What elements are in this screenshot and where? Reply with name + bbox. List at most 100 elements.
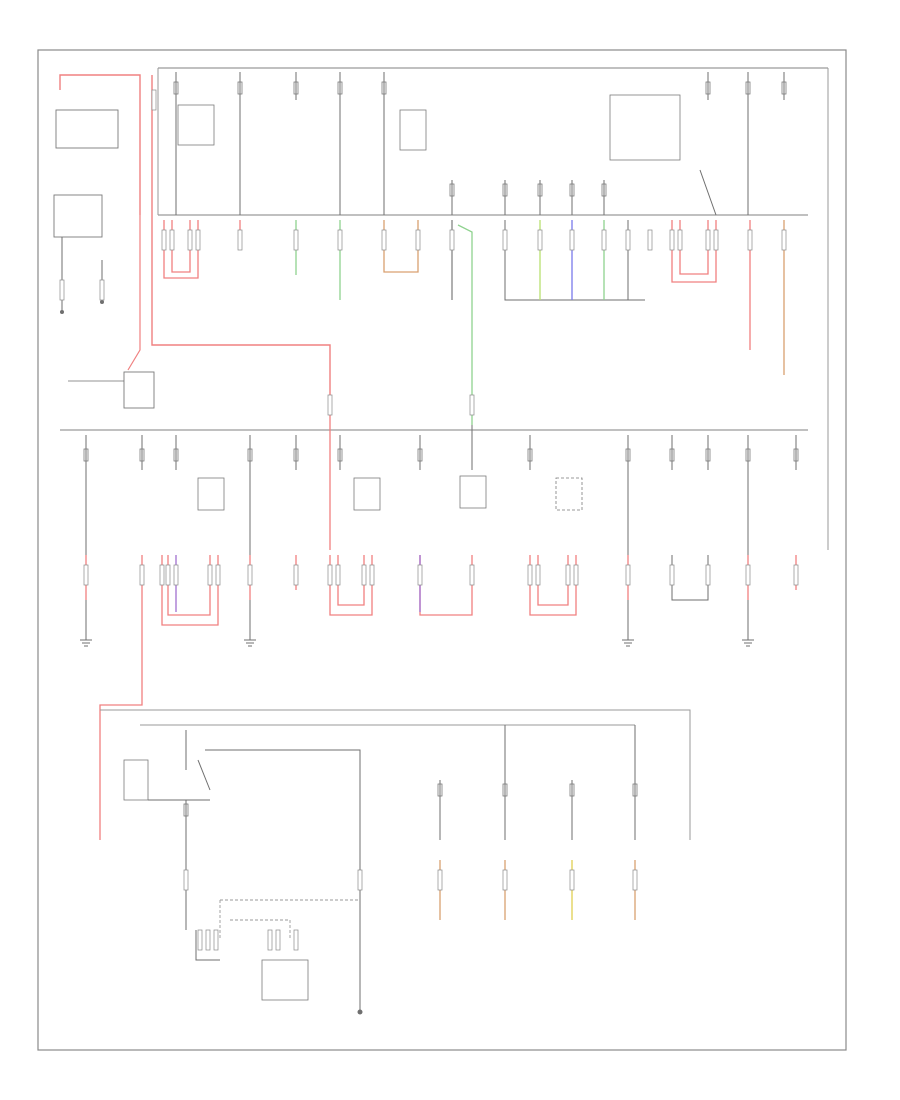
bottom-section <box>100 709 691 1015</box>
red-branch <box>127 215 141 371</box>
connector-icon <box>537 229 543 251</box>
ground-icon <box>80 639 92 647</box>
fuse-icon <box>793 448 799 462</box>
fuse-icon <box>569 783 575 797</box>
fuse-icon <box>705 448 711 462</box>
relay-icon <box>123 371 155 409</box>
fuse-icon <box>502 783 508 797</box>
fuse-group <box>59 81 799 951</box>
connector-icon <box>139 564 145 586</box>
fuse-icon <box>293 448 299 462</box>
connector-icon <box>337 229 343 251</box>
connector-icon <box>60 310 64 314</box>
connector-icon <box>183 869 189 891</box>
relay-icon <box>197 477 225 511</box>
connector-icon <box>197 929 203 951</box>
fuse-icon <box>625 448 631 462</box>
battery-symbol <box>53 194 103 238</box>
connector-icon <box>293 564 299 586</box>
fuse-icon <box>247 448 253 462</box>
connector-icon <box>187 229 193 251</box>
relay-icon <box>177 104 215 146</box>
connector-icon <box>793 564 799 586</box>
top-subfuses <box>451 180 605 215</box>
connector-icon <box>275 929 281 951</box>
connector-icon <box>207 564 213 586</box>
connector-icon <box>437 869 443 891</box>
connector-icon <box>357 1009 363 1015</box>
subfuse-wires <box>451 180 605 215</box>
fuse-icon <box>601 183 607 197</box>
connector-icon <box>565 564 571 586</box>
fuse-icon <box>745 81 751 95</box>
connector-icon <box>417 564 423 586</box>
red-lower-feed <box>99 555 143 840</box>
fuse-icon <box>449 183 455 197</box>
connector-icon <box>502 869 508 891</box>
battery-box <box>55 109 119 149</box>
switch-icon <box>699 169 717 216</box>
connector-icon <box>293 929 299 951</box>
connector-icon <box>713 229 719 251</box>
connector-icon <box>83 564 89 586</box>
ground-icon <box>244 639 256 647</box>
connector-icon <box>535 564 541 586</box>
connector-icon <box>569 869 575 891</box>
fuse-icon <box>527 448 533 462</box>
fuse-icon <box>381 81 387 95</box>
fuse-icon <box>293 81 299 95</box>
connector-icon <box>573 564 579 586</box>
connector-icon <box>237 229 243 251</box>
connector-icon <box>781 229 787 251</box>
switch-icon <box>123 759 149 801</box>
connector-icon <box>161 229 167 251</box>
fuse-icon <box>632 783 638 797</box>
relay-icon <box>555 477 583 511</box>
fuse-icon <box>183 803 189 817</box>
fuse-icon <box>437 783 443 797</box>
bottom-drop-wires <box>439 725 636 840</box>
connector-icon <box>502 229 508 251</box>
connector-icon <box>215 564 221 586</box>
fuse-icon <box>417 448 423 462</box>
top-colored-wires <box>163 220 785 425</box>
relay-icon <box>353 477 381 511</box>
connector-icon <box>247 564 253 586</box>
connector-icon <box>705 564 711 586</box>
connector-icon <box>195 229 201 251</box>
ignition-switch-box <box>609 94 681 161</box>
connector-icon <box>705 229 711 251</box>
connector-icon <box>625 229 631 251</box>
connector-icon <box>361 564 367 586</box>
red-loop-wire <box>163 220 199 279</box>
middle-section <box>60 400 808 840</box>
connector-wire <box>195 930 220 961</box>
grey-wire-group <box>504 220 645 301</box>
battery-red-wire <box>59 74 141 215</box>
connector-icon <box>151 89 157 111</box>
relay-icon <box>399 109 427 151</box>
ground-icon <box>742 639 754 647</box>
fuse-icon <box>139 448 145 462</box>
connector-icon <box>327 564 333 586</box>
fuse-icon <box>537 183 543 197</box>
relay-icon <box>459 475 487 509</box>
connector-icon <box>469 394 475 416</box>
connector-icon <box>415 229 421 251</box>
red-loop-wire <box>419 555 473 616</box>
bottom-bus <box>100 709 691 840</box>
ignition-wires <box>148 730 361 1010</box>
connector-icon <box>669 229 675 251</box>
connector-icon <box>527 564 533 586</box>
connector-icon <box>647 229 653 251</box>
connector-icon <box>625 564 631 586</box>
fuse-icon <box>83 448 89 462</box>
relay-icon <box>261 959 309 1001</box>
fuse-icon <box>502 183 508 197</box>
fuse-icon <box>569 183 575 197</box>
connector-icon <box>745 564 751 586</box>
connector-icon <box>205 929 211 951</box>
connector-icon <box>747 229 753 251</box>
grey-loop-wire <box>671 555 709 601</box>
